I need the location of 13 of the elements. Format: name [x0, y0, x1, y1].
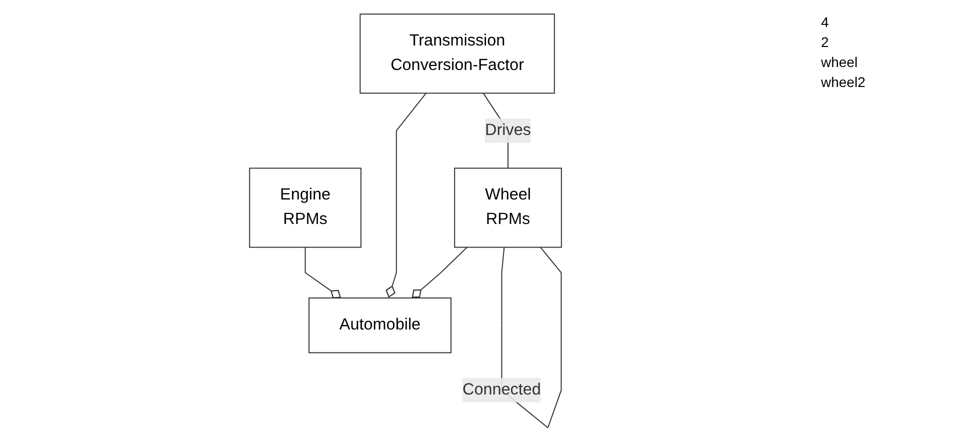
role-label: wheel2	[821, 74, 866, 90]
edge-label: Connected	[462, 381, 541, 398]
role-label: 4	[821, 14, 830, 30]
connector	[411, 246, 468, 298]
node-box: Automobile	[308, 297, 452, 354]
node-box: Wheel RPMs	[454, 168, 562, 248]
edge-label: Drives	[485, 122, 531, 139]
node-box: Engine RPMs	[249, 168, 362, 248]
role-label: 2	[821, 34, 830, 50]
role-label: wheel	[821, 54, 859, 70]
connector	[304, 247, 342, 298]
connector	[386, 92, 426, 298]
node-box: Transmission Conversion-Factor	[360, 14, 555, 94]
